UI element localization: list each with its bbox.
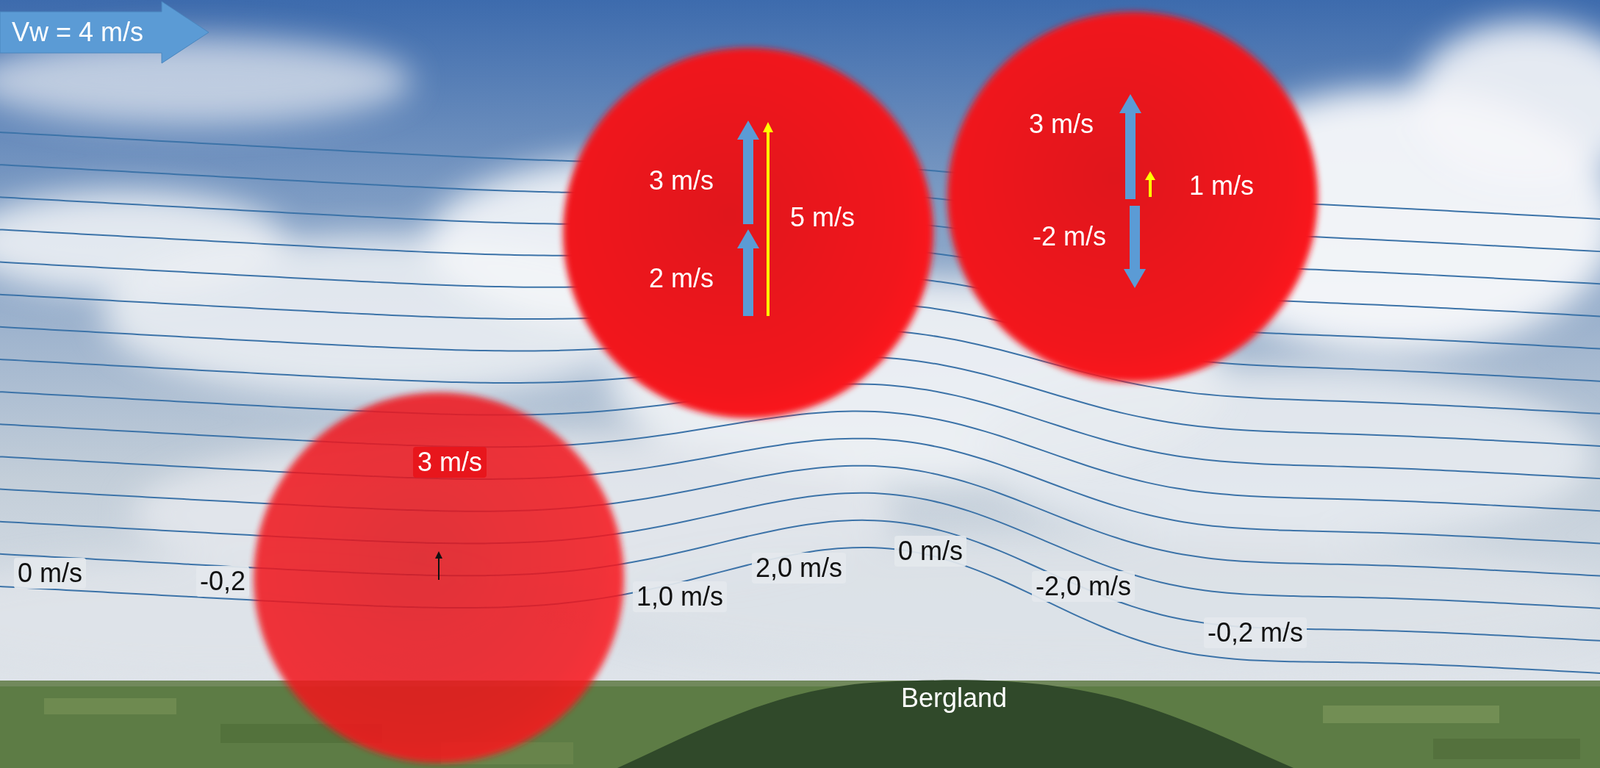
circle-shape: [943, 8, 1322, 386]
cloud: [977, 367, 1595, 544]
text-holder: 3 m/s: [648, 165, 714, 196]
vertical-speed: 1,0 m/s: [632, 581, 727, 612]
speed-value: 2 m/s: [648, 263, 714, 294]
vertical-speed: 0 m/s: [894, 535, 967, 566]
thermal-circle: [947, 11, 1318, 383]
text-holder: 2 m/s: [648, 263, 714, 294]
text-holder: 3 m/s: [413, 446, 487, 477]
vertical-speed: 2,0 m/s: [751, 552, 846, 583]
text-holder: 1 m/s: [1189, 170, 1254, 201]
text-holder: Bergland: [897, 682, 1011, 713]
arrow-head: [737, 120, 760, 140]
vertical-speed: -0,2: [196, 565, 250, 597]
thermal-bubble: 3 m/s 5 m/s 2 m/s: [559, 44, 938, 422]
horizon-haze: [0, 680, 1600, 687]
vertical-speed: -0,2 m/s: [1203, 617, 1307, 648]
arrow-shaft: [766, 132, 770, 317]
thermal-bubble: 3 m/s: [249, 388, 628, 767]
wind-speed: Vw = 4 m/s: [11, 16, 144, 48]
text-holder: -0,2 m/s: [1203, 617, 1307, 648]
velocity-arrows: [737, 120, 774, 317]
wind-arrow: Vw = 4 m/s: [0, 1, 209, 64]
arrow-shaft: [743, 139, 754, 225]
cloud: [587, 536, 1600, 669]
region-name: Bergland: [897, 682, 1011, 713]
ground: [0, 680, 1600, 768]
thermal-bubble: 3 m/s 1 m/s -2 m/s: [943, 8, 1322, 386]
text-holder: 1,0 m/s: [632, 581, 727, 612]
field: [44, 698, 177, 715]
text-holder: 2,0 m/s: [751, 552, 846, 583]
text-holder: -0,2: [196, 565, 250, 597]
speed-value: 3 m/s: [648, 165, 714, 196]
text-holder: 0 m/s: [894, 535, 967, 566]
speed-value: 5 m/s: [790, 202, 855, 233]
arrow-outline: [0, 1, 209, 64]
cloud: [1411, 22, 1600, 184]
streamline: [0, 547, 1600, 674]
arrow-shaft: [1148, 180, 1152, 197]
arrow-shaft: [1129, 205, 1140, 269]
circle-shape: [249, 388, 628, 767]
speed-value: -2 m/s: [1032, 221, 1107, 252]
streamline: [0, 438, 1600, 544]
field: [1433, 738, 1581, 760]
arrow-shaft: [438, 558, 440, 580]
speed-value: 3 m/s: [1028, 108, 1094, 139]
streamline: [0, 493, 1600, 609]
speed-value: 1 m/s: [1189, 170, 1254, 201]
arrow-head: [737, 229, 760, 249]
text-holder: Vw = 4 m/s: [11, 16, 144, 48]
streamline: [0, 520, 1600, 641]
text-holder: 3 m/s: [1028, 108, 1094, 139]
arrow-head: [1145, 171, 1156, 181]
speed-value: 3 m/s: [413, 446, 487, 477]
arrow-head: [435, 551, 443, 559]
streamline: [0, 411, 1600, 512]
field: [1322, 705, 1500, 724]
text-holder: 0 m/s: [13, 557, 86, 588]
vertical-speed: -2,0 m/s: [1031, 571, 1135, 602]
arrow-shaft: [743, 248, 754, 317]
arrow-head: [762, 122, 774, 133]
circle-shape: [559, 44, 938, 422]
hill: [617, 679, 1294, 768]
velocity-arrows: [435, 551, 443, 580]
thermal-circle: [253, 392, 624, 763]
clouds: [0, 22, 1600, 677]
text-holder: -2,0 m/s: [1031, 571, 1135, 602]
text-holder: 5 m/s: [790, 202, 855, 233]
arrow-head: [1123, 268, 1146, 289]
text-holder: -2 m/s: [1032, 221, 1107, 252]
arrow-shaft: [1125, 113, 1136, 200]
thermal-circle: [562, 47, 934, 419]
vertical-speed: 0 m/s: [13, 557, 86, 588]
velocity-arrows: [1119, 94, 1156, 289]
arrow-head: [1119, 94, 1142, 114]
